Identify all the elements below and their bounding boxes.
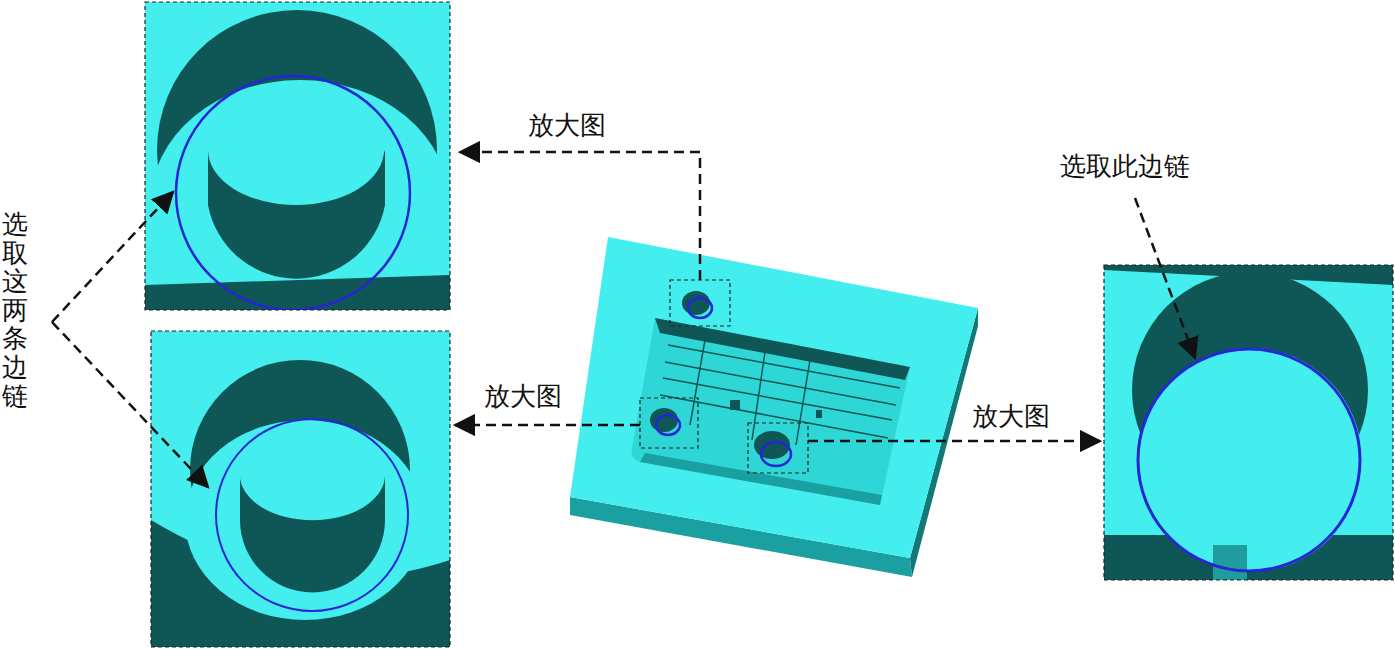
vertical-note: 选取这两条边链 — [2, 210, 28, 410]
zoom-panel — [145, 2, 450, 310]
leader-line — [52, 152, 1195, 487]
zoom-panel — [151, 331, 450, 647]
callout-label: 放大图 — [972, 401, 1050, 432]
zoom-panel — [1104, 265, 1393, 580]
callout-label: 选取此边链 — [1060, 151, 1190, 182]
callout-label: 放大图 — [528, 110, 606, 141]
callout-label: 放大图 — [484, 381, 562, 412]
mold-plate — [570, 237, 978, 577]
zoom-frame — [640, 280, 808, 473]
